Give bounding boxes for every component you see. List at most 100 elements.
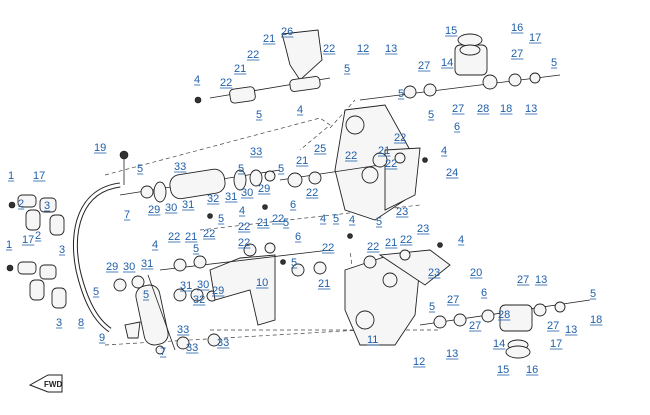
callout-50[interactable]: 4 bbox=[320, 213, 327, 225]
callout-67[interactable]: 22 bbox=[322, 242, 335, 254]
callout-96[interactable]: 3 bbox=[56, 317, 63, 329]
callout-8[interactable]: 5 bbox=[256, 109, 263, 121]
callout-87[interactable]: 5 bbox=[93, 286, 100, 298]
callout-113[interactable]: 13 bbox=[565, 324, 578, 336]
callout-28[interactable]: 22 bbox=[345, 150, 358, 162]
callout-46[interactable]: 30 bbox=[165, 202, 178, 214]
callout-90[interactable]: 31 bbox=[141, 258, 154, 270]
callout-105[interactable]: 28 bbox=[498, 309, 511, 321]
callout-82[interactable]: 3 bbox=[44, 200, 51, 212]
callout-69[interactable]: 22 bbox=[168, 231, 181, 243]
callout-112[interactable]: 27 bbox=[547, 320, 560, 332]
callout-74[interactable]: 5 bbox=[291, 257, 298, 269]
callout-26[interactable]: 22 bbox=[394, 132, 407, 144]
callout-56[interactable]: 5 bbox=[376, 216, 383, 228]
callout-84[interactable]: 3 bbox=[59, 244, 66, 256]
callout-111[interactable]: 27 bbox=[469, 320, 482, 332]
callout-62[interactable]: 23 bbox=[417, 223, 430, 235]
callout-35[interactable]: 19 bbox=[94, 142, 107, 154]
callout-2[interactable]: 22 bbox=[323, 43, 336, 55]
callout-33[interactable]: 5 bbox=[278, 163, 285, 175]
callout-45[interactable]: 31 bbox=[182, 199, 195, 211]
callout-114[interactable]: 18 bbox=[590, 314, 603, 326]
callout-119[interactable]: 15 bbox=[497, 364, 510, 376]
callout-60[interactable]: 22 bbox=[238, 221, 251, 233]
callout-24[interactable]: 5 bbox=[428, 109, 435, 121]
callout-80[interactable]: 17 bbox=[33, 170, 46, 182]
callout-30[interactable]: 4 bbox=[441, 145, 448, 157]
callout-42[interactable]: 29 bbox=[258, 183, 271, 195]
callout-88[interactable]: 29 bbox=[106, 261, 119, 273]
callout-6[interactable]: 22 bbox=[220, 77, 233, 89]
callout-91[interactable]: 5 bbox=[143, 289, 150, 301]
callout-72[interactable]: 5 bbox=[193, 243, 200, 255]
callout-92[interactable]: 31 bbox=[180, 280, 193, 292]
callout-98[interactable]: 9 bbox=[99, 332, 106, 344]
callout-52[interactable]: 4 bbox=[239, 205, 246, 217]
callout-25[interactable]: 6 bbox=[454, 121, 461, 133]
callout-108[interactable]: 5 bbox=[590, 288, 597, 300]
callout-65[interactable]: 22 bbox=[400, 234, 413, 246]
callout-31[interactable]: 22 bbox=[385, 158, 398, 170]
callout-99[interactable]: 33 bbox=[177, 324, 190, 336]
callout-14[interactable]: 17 bbox=[529, 32, 542, 44]
callout-12[interactable]: 15 bbox=[445, 25, 458, 37]
callout-58[interactable]: 22 bbox=[272, 213, 285, 225]
callout-7[interactable]: 5 bbox=[344, 63, 351, 75]
callout-89[interactable]: 30 bbox=[123, 261, 136, 273]
callout-3[interactable]: 22 bbox=[247, 49, 260, 61]
callout-5[interactable]: 4 bbox=[194, 74, 201, 86]
callout-71[interactable]: 22 bbox=[203, 228, 216, 240]
callout-102[interactable]: 33 bbox=[186, 342, 199, 354]
callout-94[interactable]: 29 bbox=[212, 285, 225, 297]
callout-15[interactable]: 27 bbox=[511, 48, 524, 60]
callout-36[interactable]: 5 bbox=[137, 163, 144, 175]
callout-83[interactable]: 2 bbox=[35, 230, 42, 242]
callout-70[interactable]: 21 bbox=[185, 231, 198, 243]
callout-32[interactable]: 21 bbox=[296, 155, 309, 167]
callout-39[interactable]: 5 bbox=[238, 163, 245, 175]
callout-40[interactable]: 22 bbox=[306, 187, 319, 199]
callout-106[interactable]: 27 bbox=[517, 274, 530, 286]
callout-4[interactable]: 21 bbox=[234, 63, 247, 75]
callout-93[interactable]: 30 bbox=[197, 279, 210, 291]
callout-100[interactable]: 33 bbox=[217, 337, 230, 349]
callout-97[interactable]: 8 bbox=[78, 317, 85, 329]
callout-0[interactable]: 26 bbox=[281, 26, 294, 38]
callout-77[interactable]: 21 bbox=[318, 278, 331, 290]
callout-21[interactable]: 28 bbox=[477, 103, 490, 115]
callout-55[interactable]: 4 bbox=[349, 214, 356, 226]
callout-86[interactable]: 17 bbox=[22, 234, 35, 246]
callout-68[interactable]: 4 bbox=[152, 239, 159, 251]
callout-13[interactable]: 16 bbox=[511, 22, 524, 34]
callout-17[interactable]: 27 bbox=[418, 60, 431, 72]
callout-59[interactable]: 5 bbox=[283, 217, 290, 229]
callout-120[interactable]: 16 bbox=[526, 364, 539, 376]
callout-95[interactable]: 32 bbox=[193, 294, 206, 306]
callout-47[interactable]: 29 bbox=[148, 204, 161, 216]
callout-117[interactable]: 14 bbox=[493, 338, 506, 350]
callout-10[interactable]: 12 bbox=[357, 43, 370, 55]
callout-63[interactable]: 22 bbox=[367, 241, 380, 253]
callout-61[interactable]: 6 bbox=[295, 231, 302, 243]
callout-49[interactable]: 6 bbox=[290, 199, 297, 211]
callout-43[interactable]: 31 bbox=[225, 191, 238, 203]
callout-85[interactable]: 1 bbox=[6, 239, 13, 251]
callout-64[interactable]: 21 bbox=[385, 237, 398, 249]
callout-41[interactable]: 30 bbox=[241, 187, 254, 199]
callout-107[interactable]: 13 bbox=[535, 274, 548, 286]
callout-101[interactable]: 7 bbox=[160, 346, 167, 358]
callout-57[interactable]: 21 bbox=[257, 217, 270, 229]
callout-53[interactable]: 5 bbox=[218, 213, 225, 225]
callout-54[interactable]: 23 bbox=[396, 206, 409, 218]
callout-11[interactable]: 13 bbox=[385, 43, 398, 55]
callout-76[interactable]: 20 bbox=[470, 267, 483, 279]
callout-16[interactable]: 14 bbox=[441, 57, 454, 69]
callout-75[interactable]: 23 bbox=[428, 267, 441, 279]
callout-9[interactable]: 4 bbox=[297, 104, 304, 116]
callout-48[interactable]: 7 bbox=[124, 209, 131, 221]
callout-78[interactable]: 10 bbox=[256, 277, 269, 289]
callout-51[interactable]: 5 bbox=[333, 213, 340, 225]
callout-1[interactable]: 21 bbox=[263, 33, 276, 45]
callout-66[interactable]: 4 bbox=[458, 234, 465, 246]
